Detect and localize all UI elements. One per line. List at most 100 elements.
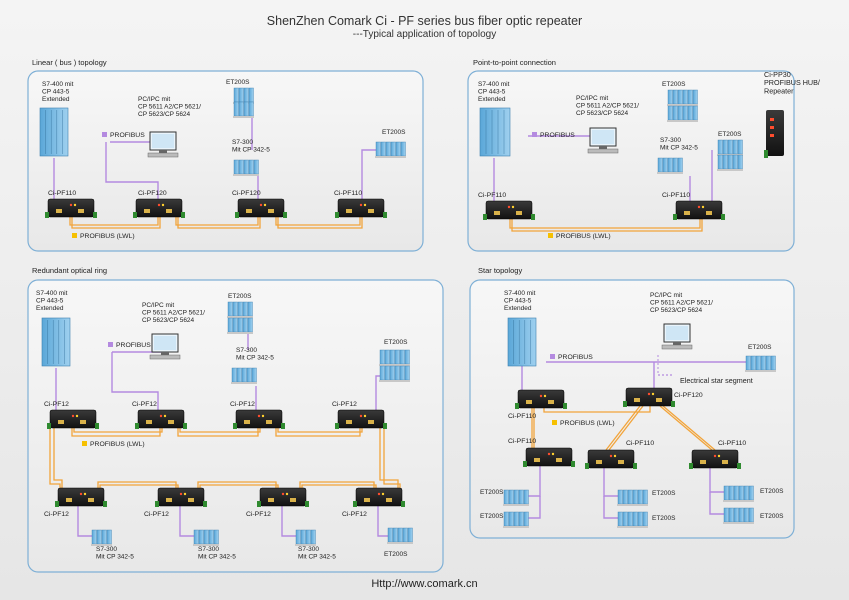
linear-et200s-b-slice [380,141,386,157]
p2p-et200s-b-slice [727,139,733,155]
ring-et200s-right2-rail [379,380,410,382]
p2p-et200s-b-slice [737,139,743,155]
star-et-c2-slice [748,507,754,523]
p2p-rep1-label: Ci-PF110 [478,192,506,199]
ring-rep-top-3-led [261,414,265,418]
footer-url[interactable]: Http://www.comark.cn [371,578,478,590]
ring-wire-b4 [377,506,388,537]
p2p-et200s-a-slice [667,89,673,105]
ring-et200s-right-slice [379,349,385,365]
star-rep-c-term-left [689,463,693,469]
star-rep-a-led [547,452,551,456]
p2p-s7-300-slice [657,157,663,173]
ring-et200s-top2-slice [237,317,243,333]
ring-rep-bottom-3-body [259,487,307,507]
p2p-lwl-label: PROFIBUS (LWL) [556,233,611,240]
ring-rep-bottom-4-led [377,492,381,496]
section-title-linear: Linear ( bus ) topology [32,58,107,67]
ring-et200s-top-slice [247,301,253,317]
linear-et200s-b-rail [375,156,406,158]
star-et-c2-label: ET200S [760,513,784,520]
star-et-b1-slice [627,489,633,505]
p2p-rep2-term-right [721,214,725,220]
star-rep-b-body [587,449,635,469]
star-rep-master [515,389,567,409]
ring-rep-top-1 [47,409,99,429]
linear-s7-300 [233,159,259,176]
star-et-b2-slice [627,511,633,527]
ring-wire-b3 [281,506,296,537]
star-fiber-b2 [608,405,644,451]
star-wire-b2 [603,496,618,519]
ring-rep-top-2-led [163,414,167,418]
star-pc-stand [673,342,681,345]
ring-s7-300-b1-rail [91,544,112,546]
linear-s7-300-slice [253,159,259,175]
linear-rep2-label: Ci-PF120 [138,190,167,197]
ring-et200s-b4-label: ET200S [384,551,408,558]
star-et-a2-label: ET200S [480,513,504,520]
linear-rep2-term-left [133,212,137,218]
ring-fiber-left2 [49,428,61,488]
ring-rep-bottom-2-port [188,498,194,502]
ring-rep-bottom-1-body [57,487,105,507]
ring-s7-300-b2-slice [198,529,204,545]
p2p-rep2-term-left [673,214,677,220]
linear-fiber-3b [277,217,363,229]
star-rep-a-port [556,458,562,462]
linear-et200s-a2-slice [248,101,254,117]
ring-rep-top-4 [335,409,387,429]
p2p-rep2-label: Ci-PF110 [662,192,690,199]
linear-et200s-a [233,87,254,104]
ring-et200s-right2-slice [379,365,385,381]
p2p-profibus-label: PROFIBUS [540,132,575,139]
star-et200s-top-slice [755,355,761,371]
star-et-a2-rail [503,526,529,528]
panel-linear [27,70,424,252]
ring-et200s-top-rail [227,316,253,318]
star-et-b2-slice [622,511,628,527]
ring-rep-bottom-label: Ci-PF12 [342,511,367,518]
ring-rep-top-4-port [346,420,352,424]
linear-et200s-b-label: ET200S [382,129,406,136]
ring-rep-top-3-body [235,409,283,429]
star-et-a2-slice [513,511,519,527]
star-rep-hub-label: Ci-PF120 [674,392,703,399]
linear-et200s-a-slice [238,87,244,103]
ring-profibus-marker [108,342,113,347]
star-et-c2-slice [743,507,749,523]
linear-rep4-port [368,209,374,213]
ring-s7-400 [41,317,71,367]
star-rep-a-term-left [523,461,527,467]
ring-rep-bottom-4-port [386,498,392,502]
ring-rep-bottom-2 [155,487,207,507]
star-rep-hub-term-right [671,401,675,407]
star-rep-b-led [613,454,617,458]
ring-s7-300-top-slice [251,367,257,383]
ring-s7-300-b1 [91,529,112,546]
ring-s7-300-b3-slice [305,529,311,545]
ring-s7-300-top-slice [231,367,237,383]
linear-pc-base [147,152,179,158]
p2p-rep2-port [706,211,712,215]
star-pc-screen [666,326,688,340]
p2p-et200s-b2-slice [732,154,738,170]
ring-rep-top-label: Ci-PF12 [132,401,157,408]
star-et-b2-slice [637,511,643,527]
linear-et200s-a2-slice [243,101,249,117]
linear-pc-screen [152,134,174,148]
star-et-c1-slice [743,485,749,501]
hub-led [770,134,774,137]
star-et-b1-label: ET200S [652,490,676,497]
ring-rep-bottom-1 [55,487,107,507]
star-et-a1-slice [513,489,519,505]
ring-et200s-top-slice [232,301,238,317]
ring-rep-top-label: Ci-PF12 [230,401,255,408]
ring-rep-top-1-port [58,420,64,424]
linear-lwl-marker [72,233,77,238]
linear-rep2-led [161,203,165,207]
